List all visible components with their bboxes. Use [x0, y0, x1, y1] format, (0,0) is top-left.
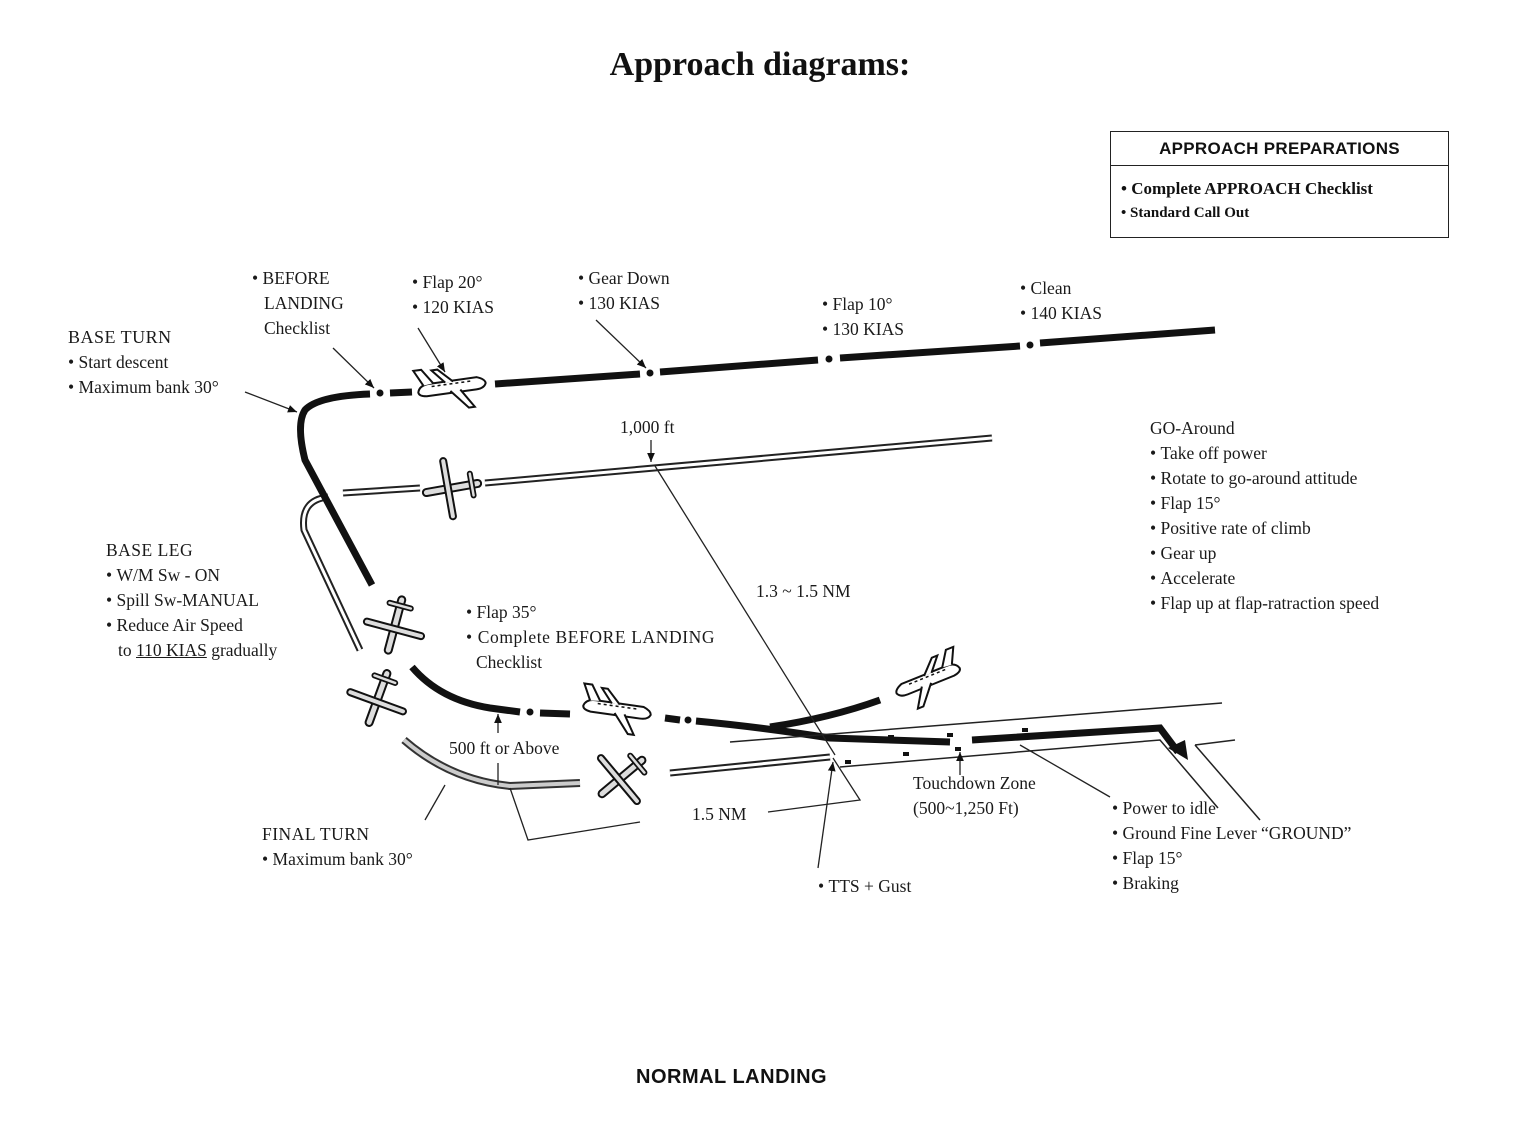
base-leg-item: Spill Sw-MANUAL [106, 588, 277, 613]
go-around-item: Accelerate [1150, 566, 1379, 591]
go-around-heading: GO-Around [1150, 418, 1235, 438]
go-around-item: Flap up at flap-ratraction speed [1150, 591, 1380, 616]
base-leg-speed-line: to 110 KIAS gradually [106, 638, 277, 663]
landing-action-item: Power to idle [1112, 796, 1351, 821]
aircraft-icon [361, 593, 429, 658]
go-around-item: Rotate to go-around attitude [1150, 466, 1379, 491]
landing-action-item: Braking [1112, 871, 1351, 896]
base-turn-heading: BASE TURN [68, 327, 172, 347]
distance-1-3-1-5-label: 1.3 ~ 1.5 NM [756, 581, 851, 601]
flap20-item: 120 KIAS [412, 295, 494, 320]
flap10-item: 130 KIAS [822, 317, 904, 342]
diagram-caption: NORMAL LANDING [636, 1066, 828, 1088]
touchdown-zone-line: (500~1,250 Ft) [913, 798, 1019, 818]
base-leg-speed-suffix: gradually [206, 640, 278, 660]
before-landing-line: BEFORE [252, 266, 344, 291]
flap10-item: Flap 10° [822, 292, 904, 317]
flap20-item: Flap 20° [412, 270, 494, 295]
base-leg-heading: BASE LEG [106, 540, 194, 560]
final-turn-heading: FINAL TURN [262, 824, 370, 844]
upper-runway [342, 434, 993, 497]
lower-approach-track [300, 493, 831, 791]
approach-preparations-item: Standard Call Out [1121, 201, 1448, 226]
flight-path [297, 326, 1216, 760]
base-turn-label: BASE TURN Start descent Maximum bank 30° [68, 325, 219, 400]
aircraft-icon [343, 664, 413, 732]
gear-down-item: 130 KIAS [578, 291, 670, 316]
before-landing-line: LANDING [264, 293, 344, 313]
go-around-label: GO-Around Take off power Rotate to go-ar… [1150, 416, 1379, 616]
landing-actions-label: Power to idle Ground Fine Lever “GROUND”… [1112, 796, 1352, 896]
flap20-label: Flap 20° 120 KIAS [412, 270, 494, 320]
gear-down-item: Gear Down [578, 266, 670, 291]
touchdown-zone-line: Touchdown Zone [913, 773, 1036, 793]
aircraft-icon [584, 739, 660, 815]
go-around-item: Gear up [1150, 541, 1379, 566]
altitude-500-label: 500 ft or Above [449, 738, 560, 758]
touchdown-zone-label: Touchdown Zone (500~1,250 Ft) [913, 771, 1036, 821]
distance-1-5-label: 1.5 NM [692, 804, 747, 824]
before-landing-line: Checklist [264, 318, 331, 338]
base-leg-speed-value: 110 KIAS [136, 640, 207, 660]
base-leg-item: Reduce Air Speed [106, 613, 277, 638]
base-leg-label: BASE LEG W/M Sw - ON Spill Sw-MANUAL Red… [106, 538, 277, 663]
leader-lines [244, 319, 1111, 869]
base-leg-item: W/M Sw - ON [106, 563, 277, 588]
final-turn-label: FINAL TURN Maximum bank 30° [262, 822, 413, 872]
flap35-item: Complete BEFORE LANDING [466, 625, 715, 650]
tts-gust-text: TTS + Gust [818, 876, 911, 896]
clean-item: Clean [1020, 276, 1102, 301]
go-around-item: Flap 15° [1150, 491, 1379, 516]
before-landing-label: BEFORE LANDING Checklist [252, 266, 344, 341]
approach-preparations-box: APPROACH PREPARATIONS Complete APPROACH … [1110, 131, 1449, 238]
flap35-continuation: Checklist [476, 652, 543, 672]
base-leg-speed-prefix: to [118, 640, 136, 660]
flap35-label: Flap 35° Complete BEFORE LANDING Checkli… [466, 600, 715, 675]
base-turn-item: Start descent [68, 350, 219, 375]
aircraft-icon [422, 456, 483, 520]
landing-action-item: Ground Fine Lever “GROUND” [1112, 821, 1352, 846]
tts-gust-label: TTS + Gust [818, 874, 911, 899]
go-around-item: Positive rate of climb [1150, 516, 1379, 541]
flap35-item: Flap 35° [466, 600, 715, 625]
landing-action-item: Flap 15° [1112, 846, 1351, 871]
go-around-item: Take off power [1150, 441, 1379, 466]
gear-down-label: Gear Down 130 KIAS [578, 266, 670, 316]
page-title: Approach diagrams: [609, 46, 911, 83]
aircraft-icon [577, 682, 655, 738]
landing-runway [729, 702, 1261, 821]
aircraft-icon [412, 360, 490, 416]
clean-item: 140 KIAS [1020, 301, 1102, 326]
approach-preparations-item: Complete APPROACH Checklist [1121, 176, 1448, 201]
final-turn-item: Maximum bank 30° [262, 847, 413, 872]
clean-label: Clean 140 KIAS [1020, 276, 1102, 326]
aircraft-icon [887, 645, 971, 715]
base-turn-item: Maximum bank 30° [68, 375, 219, 400]
approach-preparations-heading: APPROACH PREPARATIONS [1111, 132, 1448, 166]
altitude-1000-label: 1,000 ft [620, 417, 675, 437]
flap10-label: Flap 10° 130 KIAS [822, 292, 904, 342]
